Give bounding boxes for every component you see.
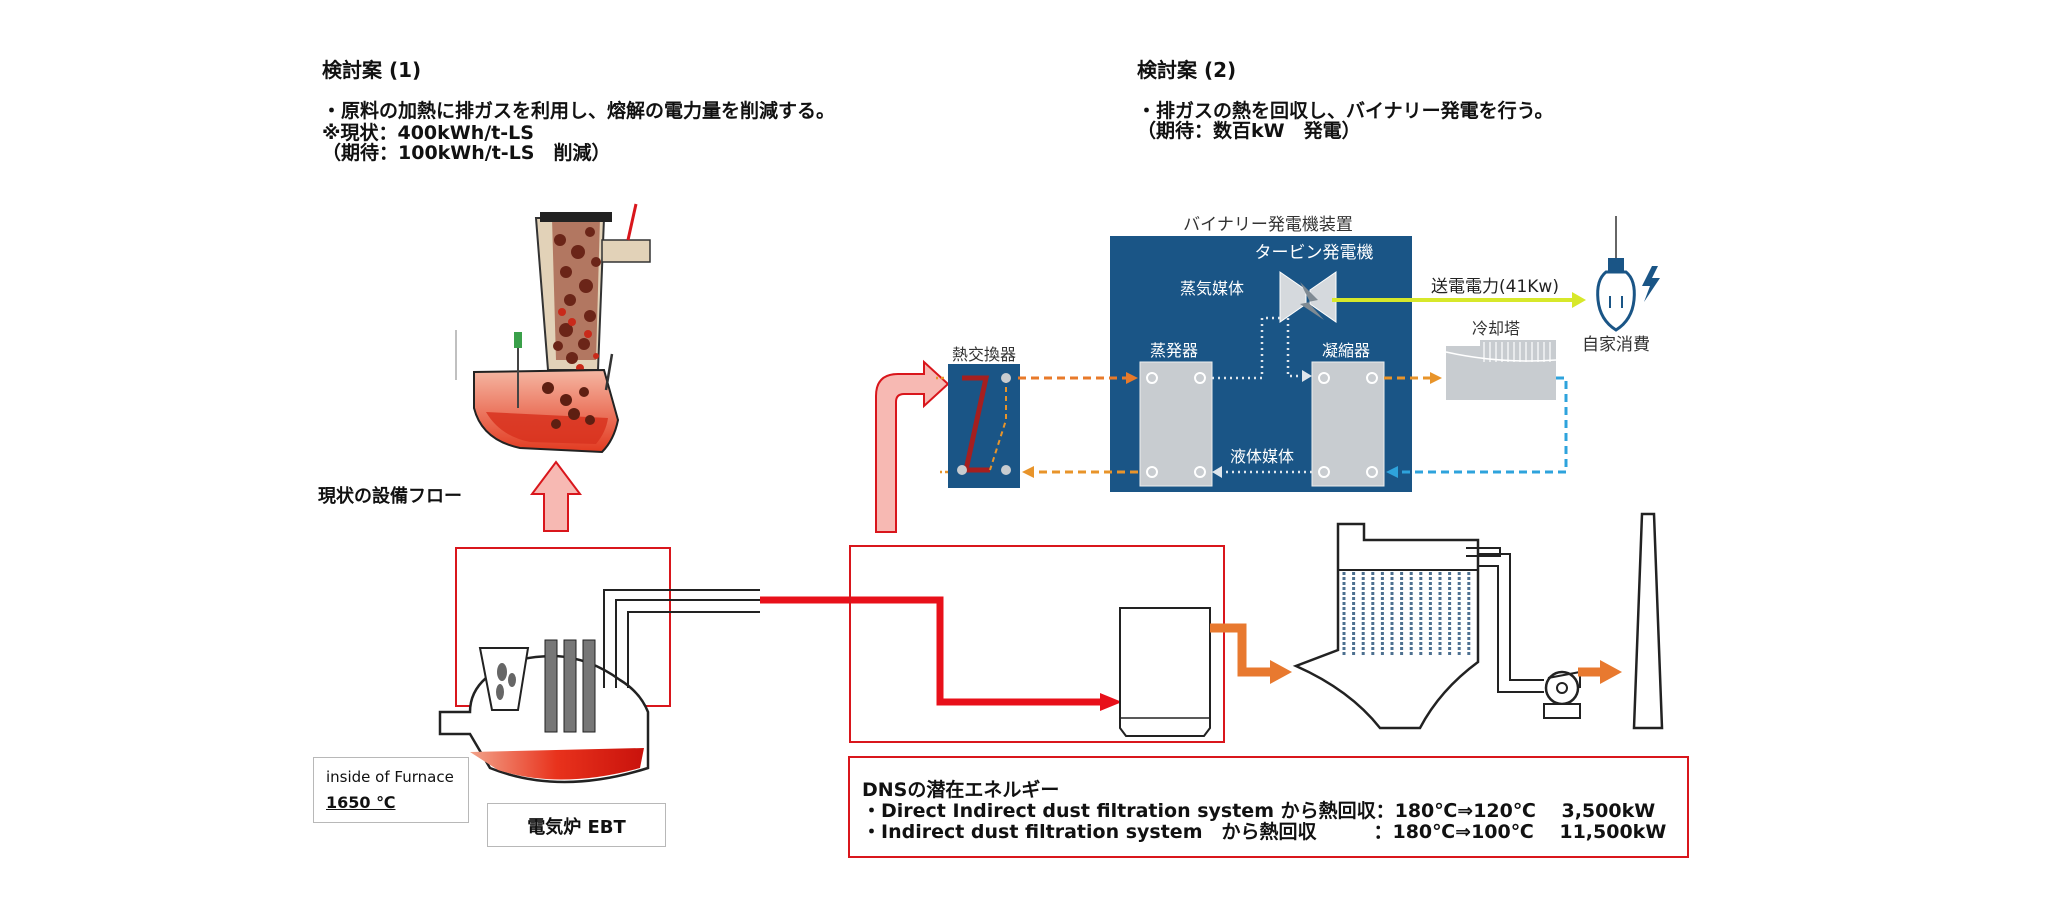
dns-line2: ・Indirect dust filtration system から熱回収 ：… — [862, 821, 1667, 843]
turbine-label: タービン発電機 — [1255, 243, 1374, 263]
lightning-icon — [1642, 266, 1660, 302]
furnace-temperature: 1650 ℃ — [326, 793, 396, 812]
heat-exchanger: 熱交換器 — [948, 345, 1020, 488]
up-arrow-heat-exchanger — [875, 359, 950, 533]
current-flow-label: 現状の設備フロー — [318, 486, 462, 507]
furnace-inside-label: inside of Furnace — [326, 768, 454, 786]
cooling-tower-label: 冷却塔 — [1472, 319, 1520, 338]
scrap-preheater — [455, 203, 651, 454]
heat-exchanger-label: 熱交換器 — [952, 345, 1016, 364]
id-fan — [1543, 670, 1581, 719]
highlight-box-dns — [849, 545, 1225, 743]
cooling-return-line — [1396, 376, 1568, 474]
dns-title: DNSの潜在エネルギー — [862, 779, 1060, 801]
proposal1-line2: ※現状：400kWh/t-LS — [322, 122, 534, 144]
bag-filter — [1292, 522, 1544, 730]
dns-line1: ・Direct Indirect dust filtration system … — [862, 800, 1656, 822]
proposal2-line1: ・排ガスの熱を回収し、バイナリー発電を行う。 — [1137, 100, 1554, 122]
binary-generator-panel: バイナリー発電機装置 タービン発電機 蒸気媒体 蒸発器 凝縮器 液体媒体 — [1110, 215, 1412, 492]
light-bulb-icon — [1596, 216, 1636, 332]
orange-duct-1 — [1210, 623, 1272, 677]
eaf-label-box: 電気炉 EBT — [487, 803, 666, 847]
vapor-medium-label: 蒸気媒体 — [1180, 279, 1244, 298]
electric-arc-furnace — [438, 639, 650, 784]
binary-title: バイナリー発電機装置 — [1183, 215, 1353, 235]
furnace-info-box: inside of Furnace 1650 ℃ — [313, 757, 469, 823]
condenser-label: 凝縮器 — [1322, 341, 1370, 360]
proposal1-line1: ・原料の加熱に排ガスを利用し、熔解の電力量を削減する。 — [322, 100, 836, 122]
stack — [1632, 512, 1664, 730]
hot-gas-flow-line — [760, 596, 1104, 706]
furnace-duct — [603, 589, 760, 688]
self-consumption-label: 自家消費 — [1582, 335, 1650, 355]
cooling-tower: 冷却塔 — [1445, 319, 1557, 400]
dust-chamber — [1119, 607, 1211, 737]
evaporator-label: 蒸発器 — [1150, 341, 1198, 360]
proposal2-title: 検討案 (2) — [1137, 58, 1237, 82]
eaf-label: 電気炉 EBT — [527, 817, 626, 838]
orange-arrow-stack — [1600, 660, 1622, 684]
proposal1-line3: （期待：100kWh/t-LS 削減） — [322, 142, 611, 164]
proposal1-title: 検討案 (1) — [322, 58, 422, 82]
power-sent-label: 送電電力(41Kw) — [1431, 277, 1559, 297]
proposal2-line2: （期待：数百kW 発電） — [1137, 120, 1361, 142]
dns-energy-box: DNSの潜在エネルギー ・Direct Indirect dust filtra… — [848, 756, 1689, 858]
up-arrow-preheater — [530, 460, 582, 532]
liquid-medium-label: 液体媒体 — [1230, 447, 1294, 466]
